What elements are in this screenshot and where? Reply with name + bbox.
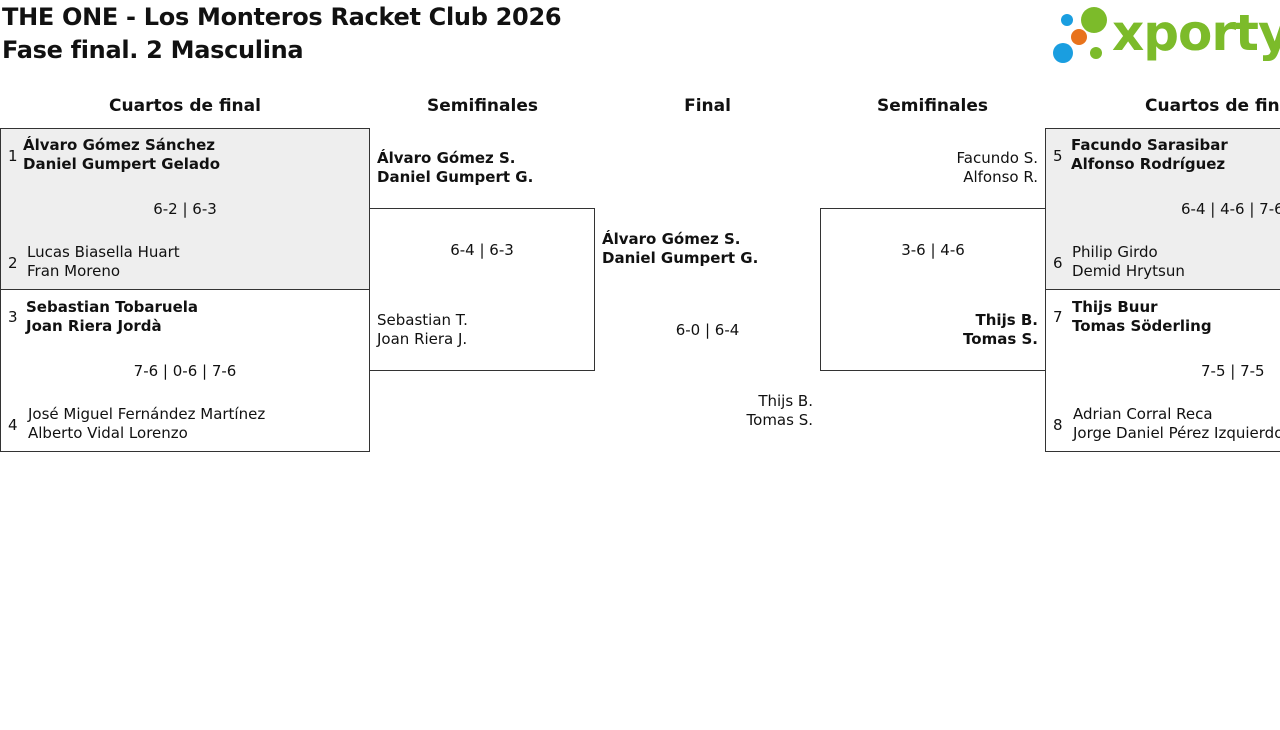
player-name: Álvaro Gómez Sánchez bbox=[23, 136, 216, 154]
player-name: Lucas Biasella Huart bbox=[27, 243, 180, 261]
team-top: Thijs Buur Tomas Söderling bbox=[1072, 298, 1212, 336]
round-header-sf-right: Semifinales bbox=[877, 96, 988, 116]
match-score: 6-4 | 6-3 bbox=[450, 241, 514, 259]
match-score: 6-2 | 6-3 bbox=[153, 200, 217, 218]
round-header-qf-right: Cuartos de final bbox=[1145, 96, 1280, 116]
seed-number: 5 bbox=[1053, 147, 1063, 165]
player-name: Alfonso Rodríguez bbox=[1071, 155, 1226, 173]
seed-number: 8 bbox=[1053, 416, 1063, 434]
xporty-logo: xporty bbox=[1050, 2, 1280, 68]
seed-number: 2 bbox=[8, 254, 18, 272]
final-team-bottom: Thijs B. Tomas S. bbox=[595, 392, 813, 430]
round-header-sf-left: Semifinales bbox=[427, 96, 538, 116]
player-name: Demid Hrytsun bbox=[1072, 262, 1185, 280]
page-title: THE ONE - Los Monteros Racket Club 2026 bbox=[2, 3, 562, 31]
match-qf-1[interactable]: 1 Álvaro Gómez Sánchez Daniel Gumpert Ge… bbox=[0, 128, 370, 290]
player-name: Adrian Corral Reca bbox=[1073, 405, 1213, 423]
round-header-qf-left: Cuartos de final bbox=[109, 96, 261, 116]
player-name: Facundo S. bbox=[956, 149, 1038, 167]
team-bottom: José Miguel Fernández Martínez Alberto V… bbox=[28, 405, 265, 443]
sf-right-team-top: Facundo S. Alfonso R. bbox=[820, 149, 1038, 187]
player-name: Álvaro Gómez S. bbox=[602, 230, 741, 248]
player-name: Jorge Daniel Pérez Izquierdo bbox=[1073, 424, 1280, 442]
match-qf-2[interactable]: 3 Sebastian Tobaruela Joan Riera Jordà 7… bbox=[0, 289, 370, 452]
sf-right-team-bottom: Thijs B. Tomas S. bbox=[821, 311, 1038, 349]
player-name: Joan Riera Jordà bbox=[26, 317, 162, 335]
round-header-final: Final bbox=[684, 96, 731, 116]
player-name: Sebastian Tobaruela bbox=[26, 298, 199, 316]
match-qf-4[interactable]: 7 Thijs Buur Tomas Söderling 7-5 | 7-5 8… bbox=[1045, 289, 1280, 452]
team-top: Facundo Sarasibar Alfonso Rodríguez bbox=[1071, 136, 1228, 174]
seed-number: 3 bbox=[8, 308, 18, 326]
seed-number: 6 bbox=[1053, 254, 1063, 272]
player-name: Alberto Vidal Lorenzo bbox=[28, 424, 188, 442]
team-bottom: Philip Girdo Demid Hrytsun bbox=[1072, 243, 1185, 281]
logo-text: xporty bbox=[1112, 4, 1280, 62]
player-name: Daniel Gumpert Gelado bbox=[23, 155, 221, 173]
player-name: Daniel Gumpert G. bbox=[602, 249, 759, 267]
seed-number: 1 bbox=[8, 147, 18, 165]
player-name: Thijs B. bbox=[758, 392, 813, 410]
player-name: Álvaro Gómez S. bbox=[377, 149, 516, 167]
match-sf-right[interactable]: 3-6 | 4-6 Thijs B. Tomas S. bbox=[820, 208, 1046, 371]
player-name: Facundo Sarasibar bbox=[1071, 136, 1228, 154]
sf-left-team-top: Álvaro Gómez S. Daniel Gumpert G. bbox=[377, 149, 533, 187]
player-name: Fran Moreno bbox=[27, 262, 121, 280]
team-bottom: Lucas Biasella Huart Fran Moreno bbox=[27, 243, 180, 281]
match-score: 7-6 | 0-6 | 7-6 bbox=[133, 362, 237, 380]
team-bottom: Adrian Corral Reca Jorge Daniel Pérez Iz… bbox=[1073, 405, 1280, 443]
match-sf-left[interactable]: 6-4 | 6-3 Sebastian T. Joan Riera J. bbox=[369, 208, 595, 371]
page-subtitle: Fase final. 2 Masculina bbox=[2, 36, 304, 64]
logo-dots-icon bbox=[1053, 7, 1107, 63]
player-name: José Miguel Fernández Martínez bbox=[28, 405, 266, 423]
player-name: Tomas Söderling bbox=[1072, 317, 1212, 335]
team-top: Álvaro Gómez Sánchez Daniel Gumpert Gela… bbox=[23, 136, 220, 174]
match-score: 6-4 | 4-6 | 7-6 bbox=[1181, 200, 1280, 218]
player-name: Philip Girdo bbox=[1072, 243, 1158, 261]
player-name: Sebastian T. bbox=[377, 311, 468, 329]
player-name: Tomas S. bbox=[746, 411, 813, 429]
seed-number: 7 bbox=[1053, 308, 1063, 326]
final-team-top: Álvaro Gómez S. Daniel Gumpert G. bbox=[602, 230, 758, 268]
player-name: Tomas S. bbox=[963, 330, 1038, 348]
player-name: Thijs B. bbox=[975, 311, 1038, 329]
player-name: Daniel Gumpert G. bbox=[377, 168, 534, 186]
sf-left-team-bottom: Sebastian T. Joan Riera J. bbox=[377, 311, 468, 349]
seed-number: 4 bbox=[8, 416, 18, 434]
match-qf-3[interactable]: 5 Facundo Sarasibar Alfonso Rodríguez 6-… bbox=[1045, 128, 1280, 290]
match-score: 7-5 | 7-5 bbox=[1201, 362, 1265, 380]
player-name: Thijs Buur bbox=[1072, 298, 1158, 316]
player-name: Joan Riera J. bbox=[377, 330, 468, 348]
team-top: Sebastian Tobaruela Joan Riera Jordà bbox=[26, 298, 198, 336]
final-score: 6-0 | 6-4 bbox=[675, 321, 740, 339]
match-score: 3-6 | 4-6 bbox=[901, 241, 965, 259]
player-name: Alfonso R. bbox=[963, 168, 1038, 186]
